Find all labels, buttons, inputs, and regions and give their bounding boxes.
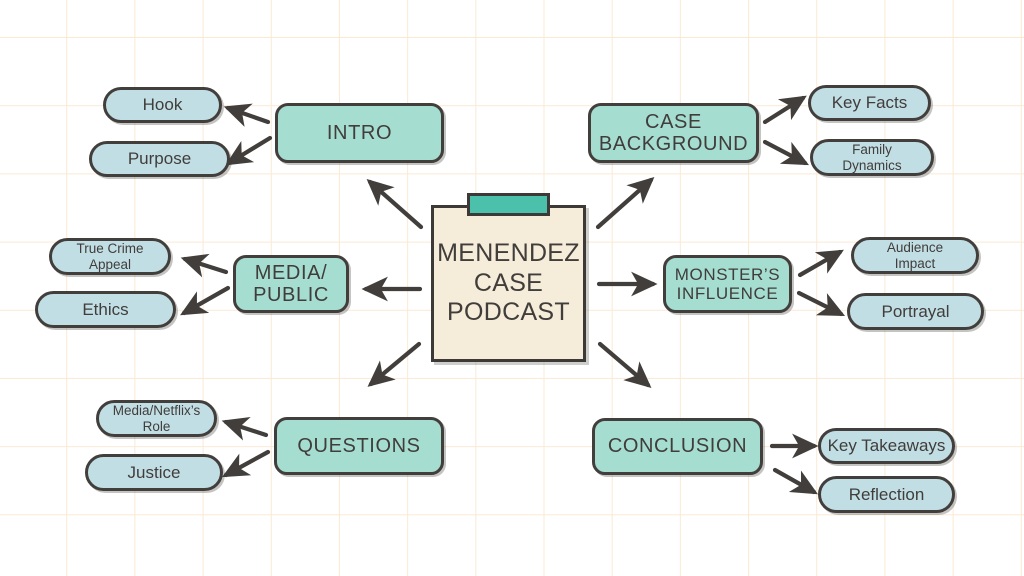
leaf-node-family-dynamics-label: Family Dynamics bbox=[842, 141, 902, 173]
branch-node-monsters-influence-label: MONSTER’S INFLUENCE bbox=[674, 264, 781, 303]
branch-node-conclusion[interactable]: CONCLUSION bbox=[592, 418, 763, 475]
leaf-node-family-dynamics[interactable]: Family Dynamics bbox=[810, 139, 934, 176]
branch-node-intro[interactable]: INTRO bbox=[275, 103, 444, 163]
center-note-clip-icon bbox=[467, 193, 550, 216]
leaf-node-true-crime-appeal[interactable]: True Crime Appeal bbox=[49, 238, 171, 275]
branch-node-media-public-label: MEDIA/ PUBLIC bbox=[253, 261, 329, 306]
connector-center-to-conclusion bbox=[597, 341, 652, 388]
center-node-menendez-case-podcast[interactable]: MENENDEZ CASE PODCAST bbox=[431, 205, 586, 362]
leaf-node-purpose-label: Purpose bbox=[127, 149, 192, 169]
leaf-node-key-takeaways-label: Key Takeaways bbox=[827, 436, 946, 456]
branch-node-conclusion-label: CONCLUSION bbox=[607, 435, 748, 458]
connector-intro-to-purpose bbox=[225, 135, 273, 166]
connector-center-to-case-background bbox=[595, 176, 655, 230]
leaf-node-justice-label: Justice bbox=[127, 462, 181, 482]
leaf-node-hook-label: Hook bbox=[142, 95, 183, 115]
connector-conclusion-to-reflection bbox=[772, 467, 818, 495]
leaf-node-key-facts-label: Key Facts bbox=[831, 93, 908, 113]
leaf-node-key-facts[interactable]: Key Facts bbox=[808, 85, 931, 121]
leaf-node-reflection[interactable]: Reflection bbox=[818, 476, 955, 513]
leaf-node-media-netflix-role-label: Media/Netflix’s Role bbox=[112, 402, 201, 434]
connector-center-to-questions bbox=[367, 341, 422, 387]
leaf-node-portrayal-label: Portrayal bbox=[881, 301, 950, 321]
leaf-node-justice[interactable]: Justice bbox=[85, 454, 223, 491]
branch-node-case-background[interactable]: CASE BACKGROUND bbox=[588, 103, 759, 163]
leaf-node-key-takeaways[interactable]: Key Takeaways bbox=[818, 428, 955, 464]
branch-node-questions[interactable]: QUESTIONS bbox=[274, 417, 444, 475]
branch-node-intro-label: INTRO bbox=[326, 121, 393, 144]
connector-questions-to-media-netflix-role bbox=[221, 417, 269, 441]
connector-questions-to-justice bbox=[222, 449, 271, 478]
leaf-node-purpose[interactable]: Purpose bbox=[89, 141, 230, 177]
leaf-node-portrayal[interactable]: Portrayal bbox=[847, 293, 984, 330]
connector-monsters-influence-to-audience-impact bbox=[797, 249, 844, 278]
leaf-node-audience-impact-label: Audience Impact bbox=[886, 239, 944, 271]
leaf-node-ethics-label: Ethics bbox=[82, 299, 129, 319]
branch-node-media-public[interactable]: MEDIA/ PUBLIC bbox=[233, 255, 349, 313]
leaf-node-audience-impact[interactable]: Audience Impact bbox=[851, 237, 979, 274]
connector-case-background-to-family-dynamics bbox=[762, 139, 810, 166]
connector-intro-to-hook bbox=[223, 103, 271, 127]
branch-node-questions-label: QUESTIONS bbox=[297, 434, 421, 457]
branch-node-monsters-influence[interactable]: MONSTER’S INFLUENCE bbox=[663, 255, 792, 313]
connector-monsters-influence-to-portrayal bbox=[796, 290, 846, 317]
connector-media-public-to-ethics bbox=[180, 285, 231, 316]
leaf-node-true-crime-appeal-label: True Crime Appeal bbox=[76, 240, 144, 272]
leaf-node-ethics[interactable]: Ethics bbox=[35, 291, 176, 328]
connector-media-public-to-true-crime-appeal bbox=[180, 253, 229, 278]
leaf-node-reflection-label: Reflection bbox=[848, 484, 925, 504]
leaf-node-media-netflix-role[interactable]: Media/Netflix’s Role bbox=[96, 400, 217, 437]
leaf-node-hook[interactable]: Hook bbox=[103, 87, 222, 123]
branch-node-case-background-label: CASE BACKGROUND bbox=[598, 110, 749, 155]
connector-case-background-to-key-facts bbox=[762, 95, 807, 125]
connector-center-to-intro bbox=[366, 178, 424, 230]
center-node-label: MENENDEZ CASE PODCAST bbox=[437, 239, 580, 327]
